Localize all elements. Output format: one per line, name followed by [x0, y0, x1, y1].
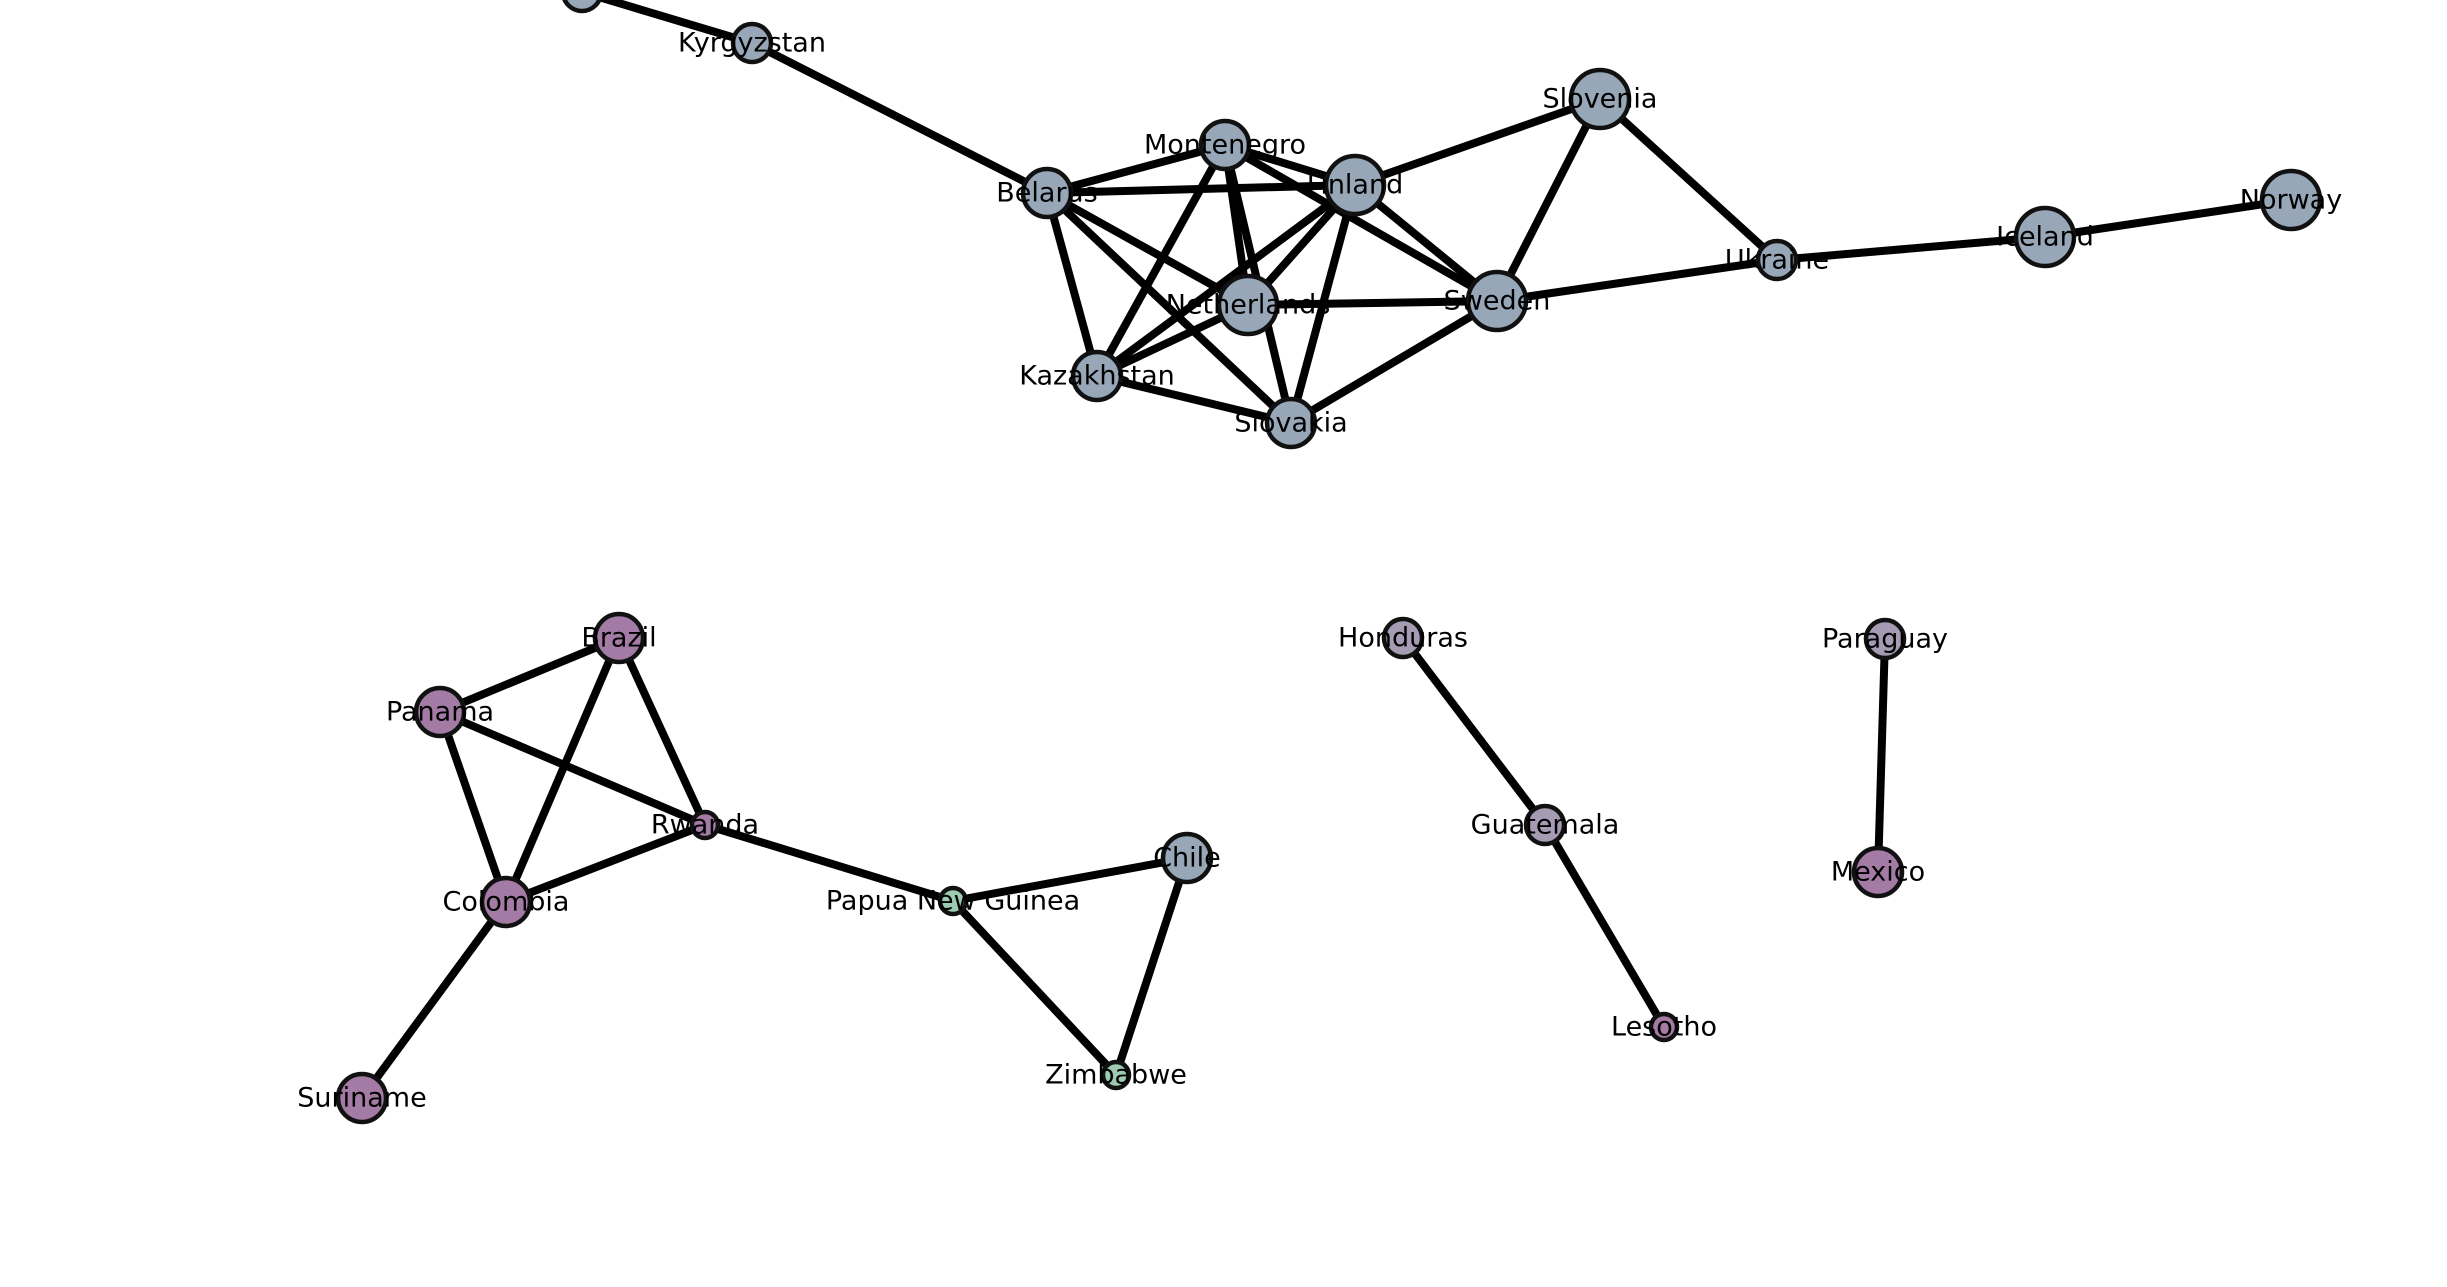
- node-label-kyrgyzstan: Kyrgyzstan: [678, 28, 826, 59]
- node-label-chile: Chile: [1153, 843, 1221, 874]
- node-suriname: [335, 1071, 389, 1125]
- edge-unlabeled-top-left-kyrgyzstan: [594, 0, 756, 47]
- edge-layer: [358, 0, 2295, 1102]
- edge-belarus-kazakhstan: [1043, 189, 1101, 380]
- edge-brazil-colombia: [502, 634, 623, 906]
- node-chile: [1160, 831, 1214, 885]
- node-guatemala: [1523, 803, 1567, 847]
- node-unlabeled-top-left: [562, 0, 602, 14]
- node-paraguay: [1863, 617, 1907, 661]
- node-papua-new-guinea: [937, 885, 969, 917]
- node-label-belarus: Belarus: [996, 178, 1097, 209]
- node-label-slovakia: Slovakia: [1234, 408, 1347, 439]
- node-panama: [413, 685, 467, 739]
- edge-panama-rwanda: [436, 708, 709, 829]
- node-mexico: [1851, 845, 1905, 899]
- node-colombia: [479, 875, 533, 929]
- node-label-brazil: Brazil: [581, 623, 656, 654]
- edge-papua-new-guinea-zimbabwe: [949, 897, 1120, 1079]
- edge-slovakia-sweden: [1287, 297, 1501, 427]
- node-label-montenegro: Montenegro: [1144, 130, 1306, 161]
- node-label-netherlands: Netherlands: [1166, 290, 1331, 321]
- node-netherlands: [1216, 273, 1280, 337]
- node-label-guatemala: Guatemala: [1471, 810, 1620, 841]
- node-label-slovenia: Slovenia: [1543, 84, 1658, 115]
- node-label-panama: Panama: [386, 697, 494, 728]
- node-label-finland: Finland: [1307, 170, 1403, 201]
- edge-slovenia-ukraine: [1596, 95, 1781, 264]
- node-layer: [335, 0, 2323, 1125]
- node-label-lesotho: Lesotho: [1611, 1012, 1717, 1043]
- edge-ukraine-iceland: [1773, 233, 2049, 264]
- node-honduras: [1381, 616, 1425, 660]
- edge-slovenia-sweden: [1493, 95, 1604, 305]
- edge-montenegro-sweden: [1221, 141, 1501, 305]
- node-label-papua-new-guinea: Papua New Guinea: [826, 886, 1080, 917]
- node-label-zimbabwe: Zimbabwe: [1045, 1060, 1187, 1091]
- edge-papua-new-guinea-chile: [949, 854, 1191, 905]
- node-montenegro: [1198, 118, 1252, 172]
- edge-montenegro-kazakhstan: [1093, 141, 1229, 380]
- node-label-norway: Norway: [2240, 185, 2342, 216]
- edge-sweden-ukraine: [1493, 256, 1781, 305]
- node-label-colombia: Colombia: [443, 887, 570, 918]
- node-kyrgyzstan: [730, 21, 774, 65]
- edge-netherlands-sweden: [1244, 297, 1501, 309]
- node-rwanda: [689, 809, 721, 841]
- node-norway: [2259, 168, 2323, 232]
- node-slovakia: [1264, 396, 1318, 450]
- edge-finland-kazakhstan: [1093, 181, 1359, 380]
- node-label-suriname: Suriname: [297, 1083, 426, 1114]
- edge-panama-brazil: [436, 634, 623, 716]
- node-label-mexico: Mexico: [1831, 857, 1925, 888]
- edge-rwanda-papua-new-guinea: [701, 821, 957, 905]
- node-finland: [1323, 153, 1387, 217]
- edge-colombia-rwanda: [502, 821, 709, 906]
- edge-belarus-slovakia: [1043, 189, 1295, 427]
- edge-belarus-montenegro: [1043, 141, 1229, 197]
- node-label-kazakhstan: Kazakhstan: [1019, 361, 1175, 392]
- node-belarus: [1020, 166, 1074, 220]
- node-ukraine: [1755, 238, 1799, 282]
- edge-paraguay-mexico: [1874, 635, 1889, 876]
- edge-colombia-suriname: [358, 898, 510, 1102]
- node-label-honduras: Honduras: [1338, 623, 1468, 654]
- edge-brazil-rwanda: [615, 634, 709, 829]
- edge-kazakhstan-slovakia: [1093, 372, 1295, 427]
- edge-chile-zimbabwe: [1112, 854, 1191, 1079]
- node-brazil: [592, 611, 646, 665]
- node-kazakhstan: [1070, 349, 1124, 403]
- edge-iceland-norway: [2041, 196, 2295, 241]
- node-iceland: [2013, 205, 2077, 269]
- edge-panama-colombia: [436, 708, 510, 906]
- edge-guatemala-lesotho: [1541, 821, 1668, 1031]
- node-label-sweden: Sweden: [1444, 286, 1551, 317]
- node-slovenia: [1568, 67, 1632, 131]
- node-zimbabwe: [1100, 1059, 1132, 1091]
- edge-finland-slovenia: [1351, 95, 1604, 189]
- node-label-rwanda: Rwanda: [651, 810, 759, 841]
- node-label-ukraine: Ukraine: [1725, 245, 1829, 276]
- node-sweden: [1465, 269, 1529, 333]
- edge-kyrgyzstan-belarus: [748, 39, 1051, 197]
- node-lesotho: [1648, 1011, 1680, 1043]
- node-label-iceland: Iceland: [1996, 222, 2094, 253]
- edge-honduras-guatemala: [1399, 634, 1549, 829]
- node-label-paraguay: Paraguay: [1822, 624, 1948, 655]
